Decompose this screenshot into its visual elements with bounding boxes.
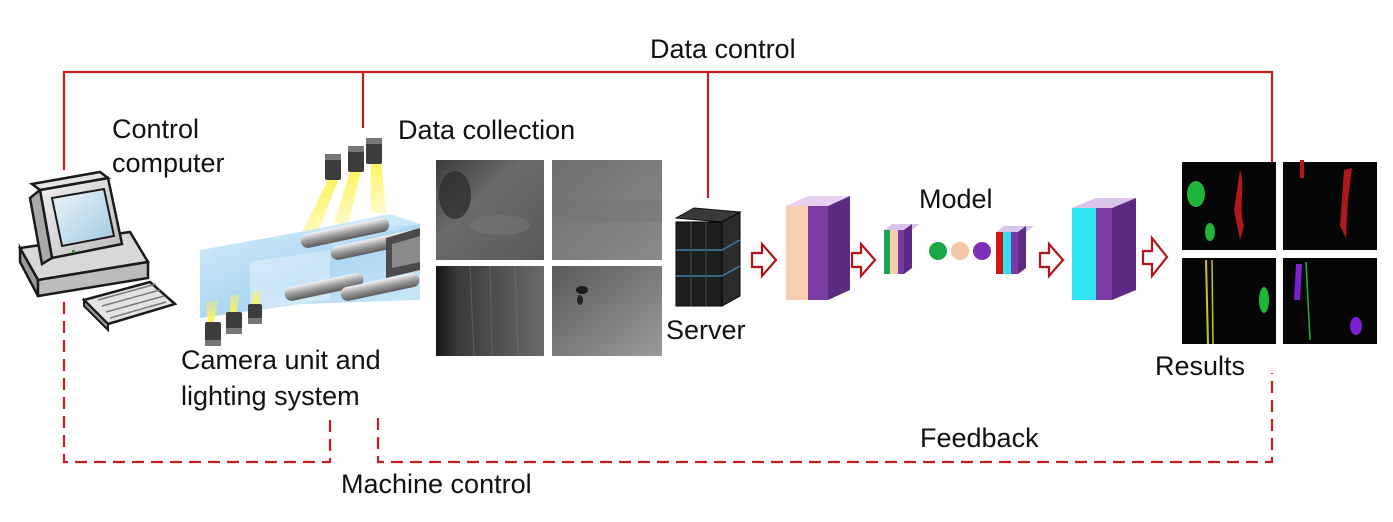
sample-image-4 [552, 266, 662, 356]
bottom-camera-2 [226, 312, 242, 334]
data-control-lines [62, 70, 1274, 198]
arrow-to-results [1141, 234, 1169, 280]
layer-block-2 [884, 224, 920, 274]
sample-image-1 [436, 160, 544, 260]
node-green [929, 242, 947, 260]
model-network [786, 196, 1136, 300]
sample-image-2 [552, 160, 662, 260]
server-icon [674, 207, 742, 307]
result-image-2 [1283, 160, 1377, 250]
roller-3 [284, 273, 364, 301]
top-camera-2 [348, 146, 364, 172]
result-image-4 [1283, 258, 1377, 344]
results-label: Results [1155, 351, 1246, 381]
control-computer-icon [18, 170, 178, 333]
arrow-server-to-model [750, 241, 778, 279]
node-purple [973, 242, 991, 260]
layer-block-4 [1072, 198, 1136, 300]
layer-block-3 [996, 226, 1034, 274]
server-label: Server [666, 315, 746, 345]
control-computer-label: Control computer [112, 114, 225, 178]
sample-image-3 [436, 265, 544, 357]
roller-4 [340, 273, 420, 301]
flow-arrows [750, 234, 1169, 280]
layer-block-1 [786, 196, 850, 300]
arrow-encoder-1 [850, 241, 877, 279]
camera-lighting-label: Camera unit and lighting system [181, 345, 381, 411]
machine-control-label: Machine control [341, 469, 532, 499]
results-images [1182, 160, 1377, 345]
result-image-3 [1182, 258, 1276, 345]
bottom-camera-3 [248, 304, 262, 324]
data-collection-label: Data collection [398, 115, 576, 145]
bottom-camera-1 [205, 322, 221, 346]
result-image-1 [1182, 162, 1276, 250]
top-camera-3 [366, 138, 382, 164]
data-control-label: Data control [650, 34, 796, 64]
machine-control-lines [62, 302, 1274, 464]
arrow-encoder-2 [1038, 241, 1065, 279]
feedback-label: Feedback [920, 423, 1039, 453]
model-label: Model [919, 184, 993, 214]
node-peach [951, 242, 969, 260]
top-camera-1 [325, 154, 341, 180]
camera-lighting-system-icon [200, 138, 420, 346]
data-collection-images [436, 160, 662, 357]
roller-1 [300, 218, 390, 248]
